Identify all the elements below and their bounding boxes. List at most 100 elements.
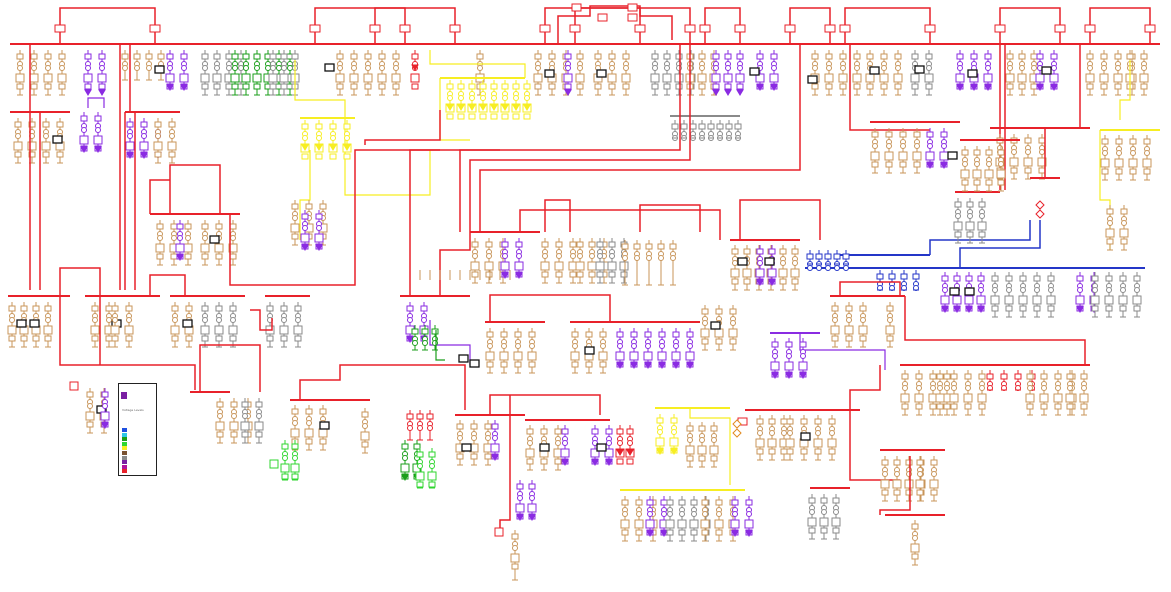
transformer-winding [177,235,183,241]
breaker-box [587,261,597,271]
meter-box [800,432,811,441]
meter-box [1041,66,1052,75]
breaker-box [588,271,596,278]
breaker-box [994,24,1006,33]
breaker-box [304,428,314,438]
breaker-box [294,305,302,312]
breaker-box [225,83,233,90]
transformer-winding [457,435,463,441]
breaker-box [575,73,585,83]
load-arrow [756,84,764,91]
breaker-box [485,351,495,361]
tie-line [1119,60,1131,120]
breaker-box [970,53,978,60]
breaker-box [140,121,148,128]
breaker-box [629,351,639,361]
breaker-box [200,73,210,83]
meter-box [584,346,595,355]
breaker-box [399,24,411,33]
breaker-box [576,53,584,60]
transformer-winding [617,343,623,349]
breaker-box [913,131,921,138]
tie-line [959,220,1041,268]
transformer-winding [92,317,98,323]
breaker-box [1054,403,1062,410]
breaker-box [684,24,696,33]
legend-swatch [122,432,127,437]
load-arrow [736,89,744,96]
breaker-box [279,325,289,335]
breaker-box [491,423,499,430]
load-arrow [457,104,465,111]
breaker-box [714,519,724,529]
breaker-box [978,373,986,380]
tie-line [639,204,701,232]
breaker-box [1119,228,1129,238]
breaker-box [742,268,752,278]
breaker-box [820,527,828,534]
breaker-box [1049,73,1059,83]
breaker-box [171,305,179,312]
breaker-box [697,73,707,83]
transformer-winding [471,435,477,441]
breaker-box [926,131,934,138]
breaker-box [301,123,309,130]
breaker-box [269,83,277,90]
breaker-box [364,53,372,60]
transformer-winding [243,65,249,71]
breaker-box [905,459,913,466]
breaker-box [731,499,739,506]
transformer-winding [772,353,778,359]
breaker-box [554,261,564,271]
breaker-box [14,121,22,128]
meter-box [807,75,818,84]
breaker-box [853,53,861,60]
transformer-winding [422,340,428,346]
breaker-box [111,335,119,342]
breaker-box [570,351,580,361]
breaker-box [825,53,833,60]
breaker-box [941,275,949,282]
breaker-box [476,53,484,60]
transformer-winding [407,317,413,323]
breaker-box [1040,403,1048,410]
breaker-box [936,373,944,380]
breaker-box [501,83,509,90]
transformer-winding [659,343,665,349]
breaker-box [156,253,164,260]
transformer-winding [930,385,936,391]
breaker-box [215,253,223,260]
breaker-box [953,221,963,231]
transformer-winding [256,413,262,419]
breaker-box [225,53,233,60]
load-arrow [411,64,419,71]
transformer-winding [886,143,892,149]
transformer-winding [787,430,793,436]
breaker-box [527,351,537,361]
breaker-box [701,308,709,315]
load-arrow [977,306,985,313]
breaker-box [494,527,504,537]
transformer-winding [985,65,991,71]
tie-line [739,199,821,240]
breaker-box [858,325,868,335]
breaker-box [254,421,264,431]
breaker-box [1084,24,1096,33]
transformer-winding [647,511,653,517]
breaker-box [84,83,92,90]
breaker-box [1104,295,1114,305]
load-arrow [516,514,524,521]
transformer-winding [1141,65,1147,71]
breaker-box [599,331,607,338]
breaker-box [690,529,698,536]
breaker-box [924,24,936,33]
breaker-box [1086,53,1094,60]
breaker-box [964,403,972,410]
transformer-winding [670,255,676,261]
breaker-box [1035,73,1045,83]
breaker-box [86,391,94,398]
transformer-winding [202,65,208,71]
breaker-box [916,489,924,496]
transformer-winding [572,343,578,349]
